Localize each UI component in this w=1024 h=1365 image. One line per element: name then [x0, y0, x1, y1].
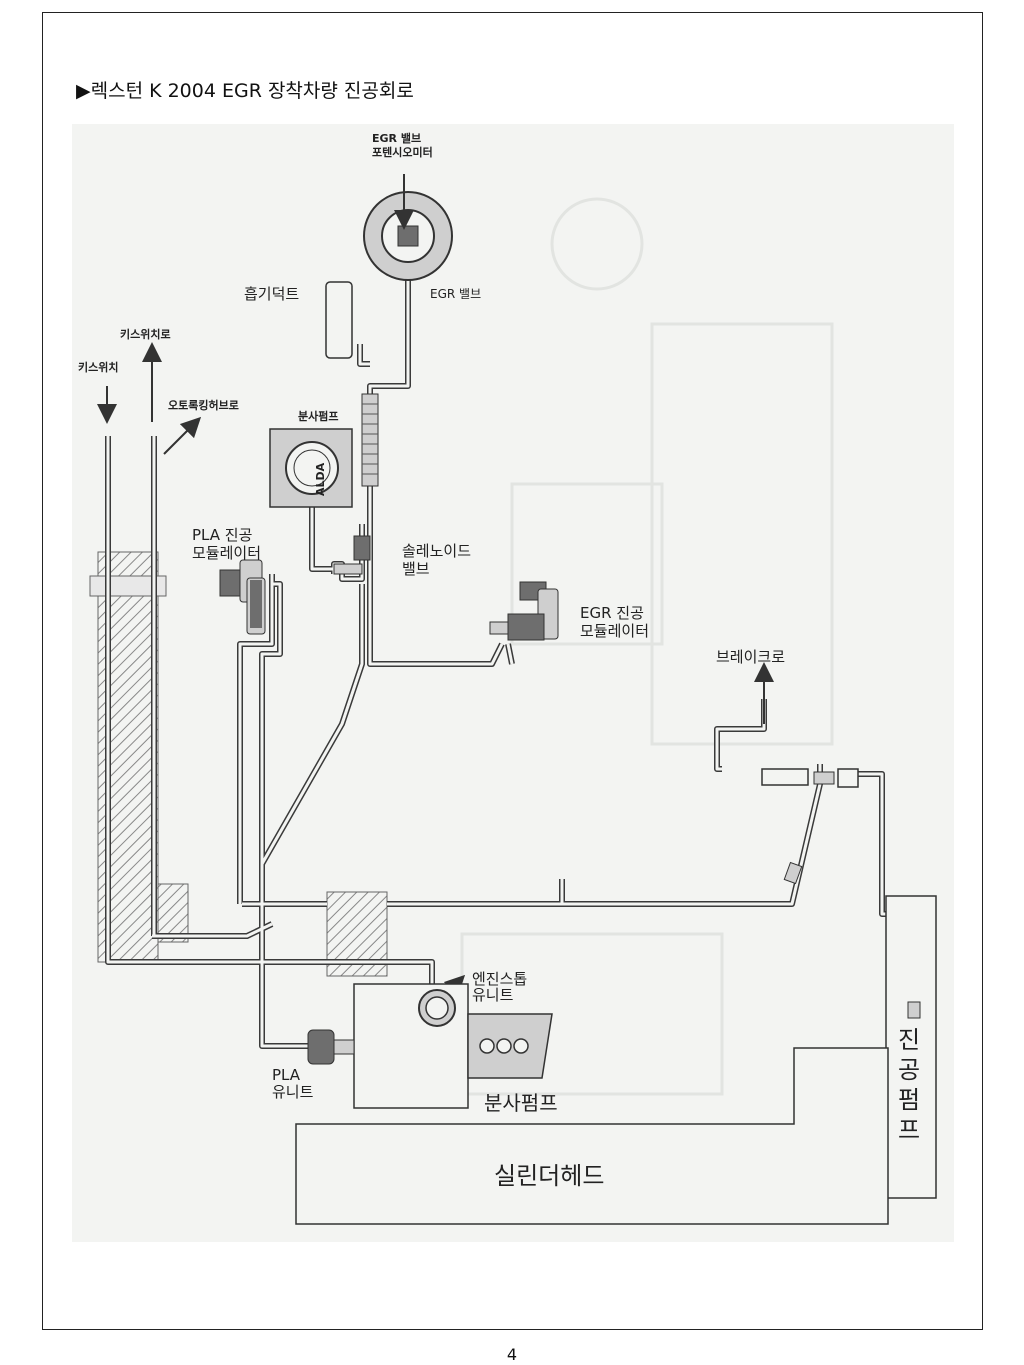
label-engine-stop-unit-2: 유니트 [472, 986, 514, 1004]
vacuum-pump [885, 895, 937, 1199]
label-egr-valve-potentiometer-2: 포텐시오미터 [372, 145, 433, 159]
engine-block [353, 983, 553, 1109]
label-vacuum-pump-4: 프 [898, 1116, 920, 1144]
label-cylinder-head: 실린더헤드 [494, 1162, 604, 1190]
label-vacuum-pump-2: 공 [898, 1056, 920, 1084]
vacuum-circuit-diagram: EGR 밸브 포텐시오미터 EGR 밸브 흡기덕트 키스위치로 키스위치 오토록… [72, 124, 954, 1242]
cylinder-head [295, 1047, 889, 1225]
egr-vacuum-modulator [489, 581, 559, 641]
label-pla-vacuum-modulator-1: PLA 진공 [192, 526, 252, 544]
corrugated-hose [361, 393, 379, 487]
label-solenoid-valve-2: 밸브 [402, 560, 430, 578]
label-intake-duct: 흡기덕트 [244, 285, 299, 303]
label-egr-valve: EGR 밸브 [430, 287, 481, 301]
label-injection-pump-bottom: 분사펌프 [484, 1091, 558, 1115]
label-key-switch: 키스위치 [78, 360, 118, 374]
pla-unit [307, 1029, 355, 1065]
label-to-brake: 브레이크로 [716, 648, 785, 666]
intake-duct [325, 281, 353, 359]
egr-valve [363, 174, 453, 281]
label-alda: ALDA [314, 462, 327, 496]
label-pla-unit-2: 유니트 [272, 1083, 314, 1101]
label-solenoid-valve-1: 솔레노이드 [402, 542, 471, 560]
label-pla-vacuum-modulator-2: 모듈레이터 [192, 544, 261, 562]
label-to-auto-locking-hub: 오토록킹허브로 [168, 398, 239, 412]
label-egr-vacuum-modulator-1: EGR 진공 [580, 604, 644, 622]
page-frame [42, 12, 983, 1330]
brake-check-valve [761, 768, 859, 885]
diagram-labels: EGR 밸브 포텐시오미터 EGR 밸브 흡기덕트 키스위치로 키스위치 오토록… [78, 131, 920, 1190]
label-pla-unit-1: PLA [272, 1066, 301, 1084]
page-number: 4 [506, 1345, 518, 1364]
label-engine-stop-unit-1: 엔진스톱 [472, 970, 527, 988]
label-egr-vacuum-modulator-2: 모듈레이터 [580, 622, 649, 640]
page-title: ▶렉스턴 K 2004 EGR 장착차량 진공회로 [76, 80, 414, 102]
label-egr-valve-potentiometer-1: EGR 밸브 [372, 131, 421, 145]
label-vacuum-pump-3: 펌 [898, 1086, 920, 1114]
label-to-key-switch: 키스위치로 [120, 327, 171, 341]
label-vacuum-pump-1: 진 [898, 1026, 920, 1054]
alda-unit [269, 428, 353, 508]
label-injection-pump-top: 분사펌프 [298, 409, 338, 423]
solenoid-valve [333, 535, 371, 575]
pla-vacuum-modulator [219, 559, 266, 635]
